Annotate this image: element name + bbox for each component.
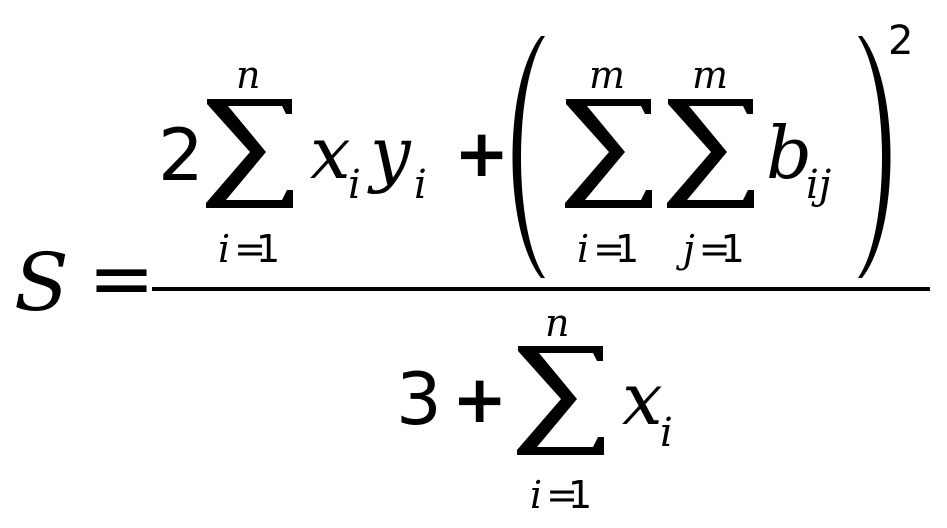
sum3-upper-limit: m — [692, 53, 728, 97]
denominator-constant: 3 — [396, 357, 442, 441]
denominator-sum-lower-limit: i=1 — [530, 473, 592, 517]
equals-sign: = — [88, 232, 155, 325]
sum1-upper-limit: n — [236, 53, 260, 97]
right-paren-icon — [858, 36, 891, 278]
sum1-sigma-icon — [206, 99, 293, 208]
denominator-plus: + — [452, 361, 507, 438]
sum2-lower-limit: i=1 — [577, 227, 639, 271]
numerator-exponent: 2 — [888, 18, 913, 64]
term1-y: y — [367, 111, 412, 195]
denominator-sum-upper-limit: n — [545, 301, 569, 345]
sum2-sigma-icon — [565, 99, 652, 208]
numerator-plus: + — [454, 115, 509, 192]
term1-x-sub: i — [348, 162, 361, 208]
sum1-lower-var: i — [218, 227, 230, 271]
term1-x: x — [310, 111, 351, 195]
sum1-lower-eq: = — [234, 227, 266, 271]
sum1-lower-limit: i=1 — [218, 227, 280, 271]
sum2-lower-eq: = — [593, 227, 625, 271]
left-paren-icon — [512, 36, 545, 278]
denominator-sum-lower-var: i — [530, 473, 542, 517]
sum1-lower-val: 1 — [256, 227, 280, 271]
sum3-lower-limit: j=1 — [676, 227, 745, 271]
sum2-lower-var: i — [577, 227, 589, 271]
denominator-sigma-icon — [517, 346, 604, 455]
numerator-coefficient: 2 — [158, 113, 204, 197]
sum2-upper-limit: m — [589, 53, 625, 97]
term2-b: b — [766, 111, 812, 195]
fraction-bar — [152, 287, 930, 291]
sum3-lower-eq: = — [699, 227, 731, 271]
denominator-term-x: x — [622, 357, 663, 441]
sum2-lower-val: 1 — [615, 227, 639, 271]
term2-b-sub: ij — [806, 162, 831, 208]
denominator-sum-lower-eq: = — [546, 473, 578, 517]
denominator-sum-lower-val: 1 — [568, 473, 592, 517]
sum3-sigma-icon — [667, 99, 754, 208]
sum3-lower-val: 1 — [721, 227, 745, 271]
denominator-term-x-sub: i — [660, 410, 673, 456]
sum3-lower-var: j — [676, 227, 695, 271]
term1-y-sub: i — [414, 162, 427, 208]
lhs-variable: S — [14, 236, 69, 329]
